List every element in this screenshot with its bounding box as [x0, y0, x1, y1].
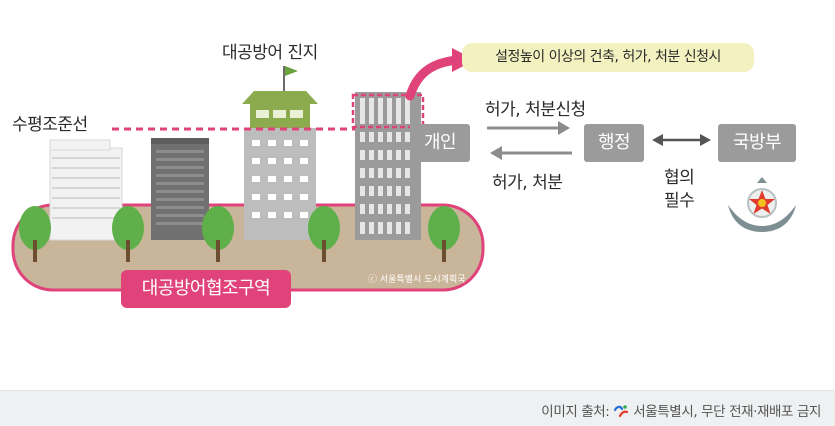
mnd-emblem-icon — [728, 177, 796, 232]
tree — [112, 206, 144, 262]
tree — [428, 206, 460, 262]
arrow-consult — [652, 134, 711, 146]
anti-air-position-label: 대공방어 진지 — [222, 43, 318, 63]
source-text: 서울특별시, 무단 전재·재배포 금지 — [633, 404, 821, 420]
permit-result-label: 허가, 처분 — [492, 173, 563, 193]
permit-request-label: 허가, 처분신청 — [485, 100, 586, 120]
callout-tag: 설정높이 이상의 건축, 허가, 처분 신청시 — [462, 43, 754, 72]
node-defense-ministry: 국방부 — [718, 124, 796, 162]
callout-arrow — [405, 55, 463, 101]
tree — [19, 206, 51, 262]
footer-bar: 이미지 출처: 서울특별시, 무단 전재·재배포 금지 — [0, 390, 835, 426]
building-white — [49, 139, 123, 241]
consult-label: 협의 — [664, 168, 695, 188]
zone-label: 대공방어협조구역 — [121, 270, 291, 308]
building-defense — [242, 66, 318, 240]
source-prefix: 이미지 출처: — [541, 404, 610, 420]
building-dark — [151, 138, 209, 240]
node-administration: 행정 — [584, 124, 644, 162]
image-source: 이미지 출처: 서울특별시, 무단 전재·재배포 금지 — [541, 400, 821, 420]
required-label: 필수 — [664, 191, 695, 211]
arrow-result — [490, 146, 572, 160]
building-target — [351, 92, 425, 240]
credit-text: ⓒ 서울특별시 도시계획국 — [368, 275, 466, 285]
node-individual: 개인 — [410, 124, 470, 162]
tree — [308, 206, 340, 262]
horizontal-line-label: 수평조준선 — [12, 115, 88, 135]
seoul-logo-icon — [614, 405, 629, 418]
tree — [202, 206, 234, 262]
arrow-request — [487, 121, 570, 135]
